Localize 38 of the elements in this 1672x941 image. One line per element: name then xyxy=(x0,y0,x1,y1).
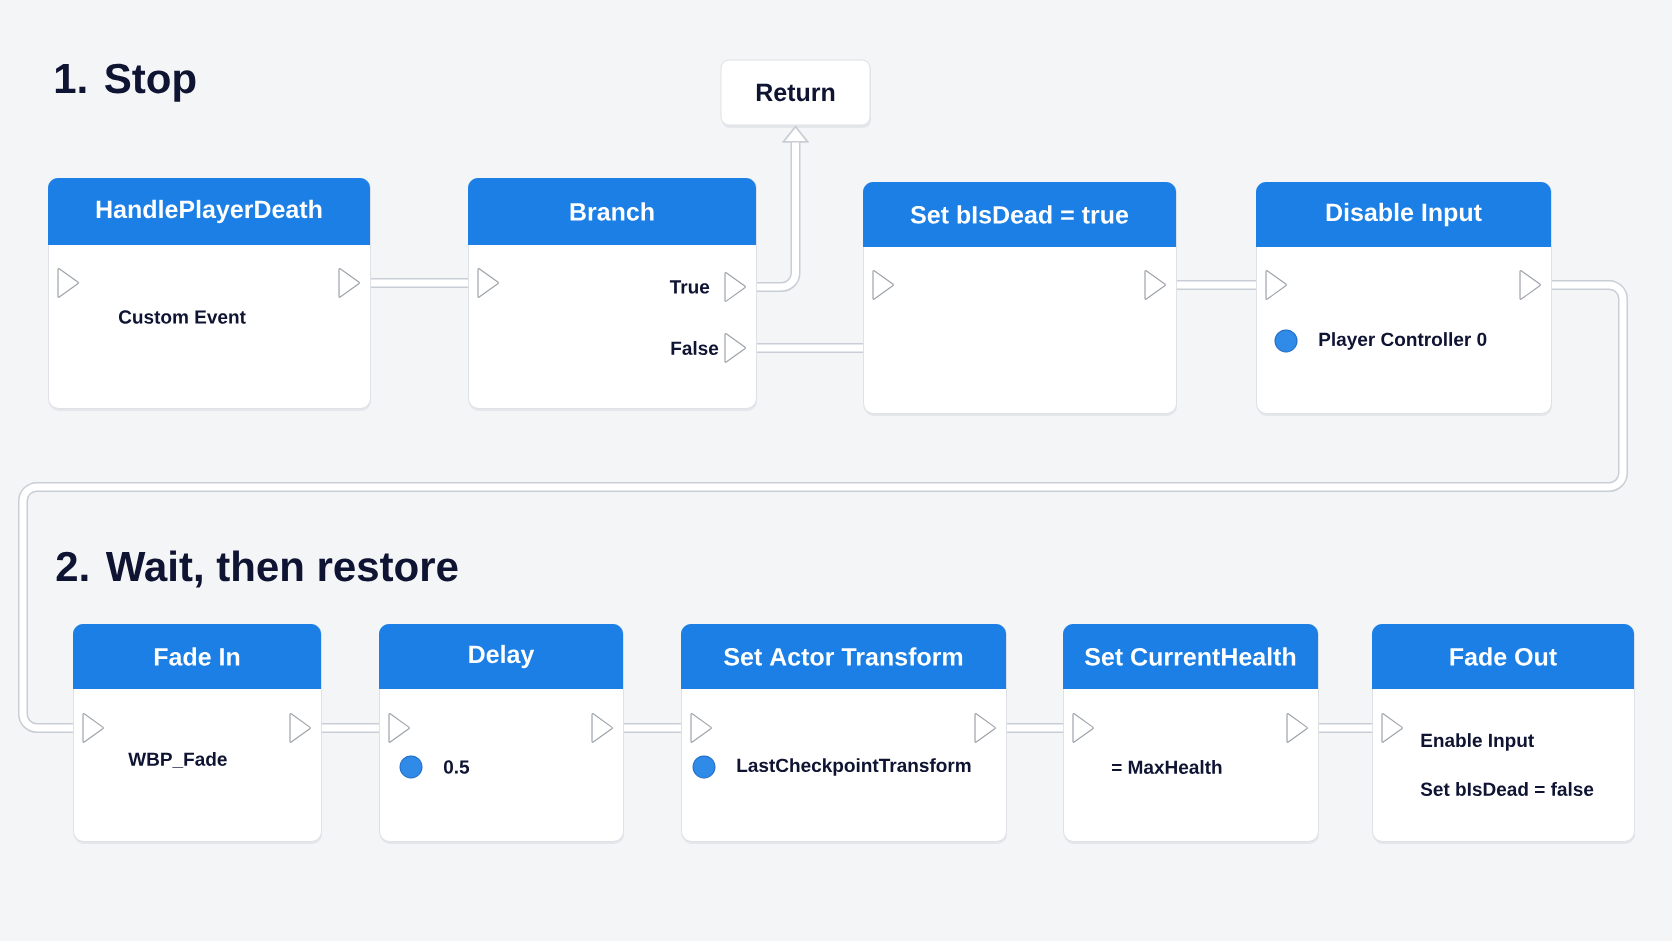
node-header: Branch xyxy=(468,178,756,245)
blueprint-node xyxy=(1256,182,1552,416)
pin-label: Set bIsDead = false xyxy=(1420,782,1594,796)
section-heading: 2. Wait, then restore xyxy=(56,550,458,588)
node-header: HandlePlayerDeath xyxy=(48,178,370,245)
blueprint-node xyxy=(468,178,757,411)
pin-label: WBP_Fade xyxy=(128,751,227,769)
node-header: Set CurrentHealth xyxy=(1063,624,1318,689)
node-header: Fade Out xyxy=(1372,624,1634,689)
node-header: Delay xyxy=(379,624,623,689)
connector-line xyxy=(1177,280,1256,290)
blueprint-node xyxy=(681,624,1007,844)
blueprint-node xyxy=(379,624,624,844)
connector-line xyxy=(1319,723,1372,733)
pin-label: LastCheckpointTransform xyxy=(737,758,971,776)
blueprint-node xyxy=(863,182,1177,416)
connector-line xyxy=(371,278,468,288)
blueprint-node xyxy=(48,178,371,411)
pin-label: Custom Event xyxy=(119,310,246,324)
pin-label: True xyxy=(669,280,710,294)
blueprint-node xyxy=(73,624,322,844)
node-header: Set bIsDead = true xyxy=(863,182,1176,247)
node-header: Disable Input xyxy=(1256,182,1551,247)
node-header: Set Actor Transform xyxy=(681,624,1006,689)
pin-label: Player Controller 0 xyxy=(1319,332,1487,350)
pin-label: Enable Input xyxy=(1421,733,1534,751)
return-box: Return xyxy=(720,59,871,128)
section-heading: 1. Stop xyxy=(55,63,196,102)
connector-line xyxy=(322,723,379,733)
blueprint-node xyxy=(1372,624,1635,844)
connector-line xyxy=(757,343,863,353)
connector-line xyxy=(1007,723,1063,733)
pin-label: 0.5 xyxy=(443,760,470,774)
node-header: Fade In xyxy=(73,624,321,689)
blueprint-node xyxy=(1063,624,1319,844)
pin-label: = MaxHealth xyxy=(1112,760,1222,774)
connector-line xyxy=(624,723,681,733)
pin-label: False xyxy=(671,341,719,355)
